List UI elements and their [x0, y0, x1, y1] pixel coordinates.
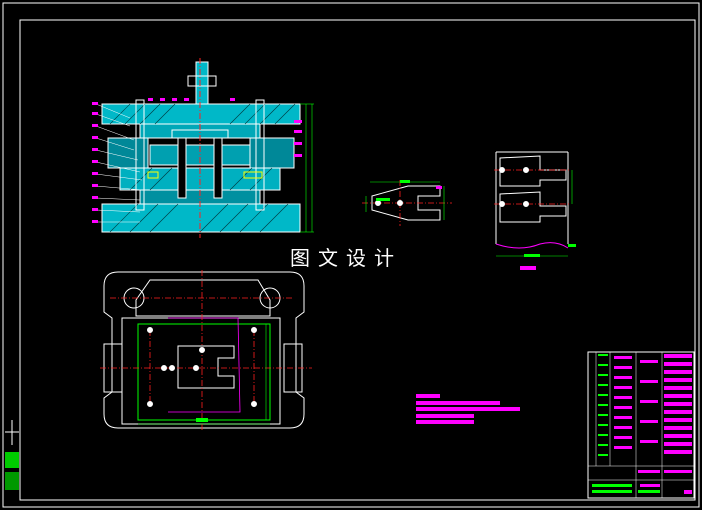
die-section-view — [92, 58, 314, 238]
watermark-text: 图文设计 — [290, 246, 402, 270]
technical-notes — [416, 394, 520, 424]
title-block — [587, 351, 695, 499]
die-plan-view — [100, 270, 312, 432]
left-margin-marks — [5, 420, 19, 490]
part-detail-view — [362, 180, 452, 226]
strip-layout-view — [494, 151, 576, 270]
